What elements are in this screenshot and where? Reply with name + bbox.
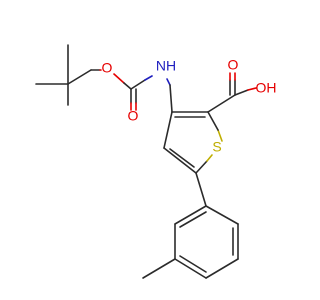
sulfur-label: S: [212, 139, 221, 155]
carboxylic-acid-group: [207, 72, 257, 113]
methyl-group: [142, 258, 176, 279]
nh-label: NH: [156, 58, 176, 74]
amine-bond: [166, 78, 173, 113]
hydroxyl-label: OH: [256, 80, 277, 96]
structure-canvas: O O NH S OH O: [35, 44, 277, 279]
ester-oxygen-label: O: [102, 60, 113, 76]
aryl-linkage: [195, 172, 207, 207]
benzene-ring: [174, 205, 239, 279]
tert-butyl-group: [35, 44, 92, 106]
ester-oxygen-bonds: [90, 69, 132, 90]
thiophene-ring: [163, 111, 223, 174]
acid-oxygen-label: O: [228, 57, 239, 73]
carbonyl-group: [130, 75, 153, 111]
carbonyl-oxygen-label: O: [128, 108, 139, 124]
molecule-drawing: O O NH S OH O: [35, 44, 277, 279]
